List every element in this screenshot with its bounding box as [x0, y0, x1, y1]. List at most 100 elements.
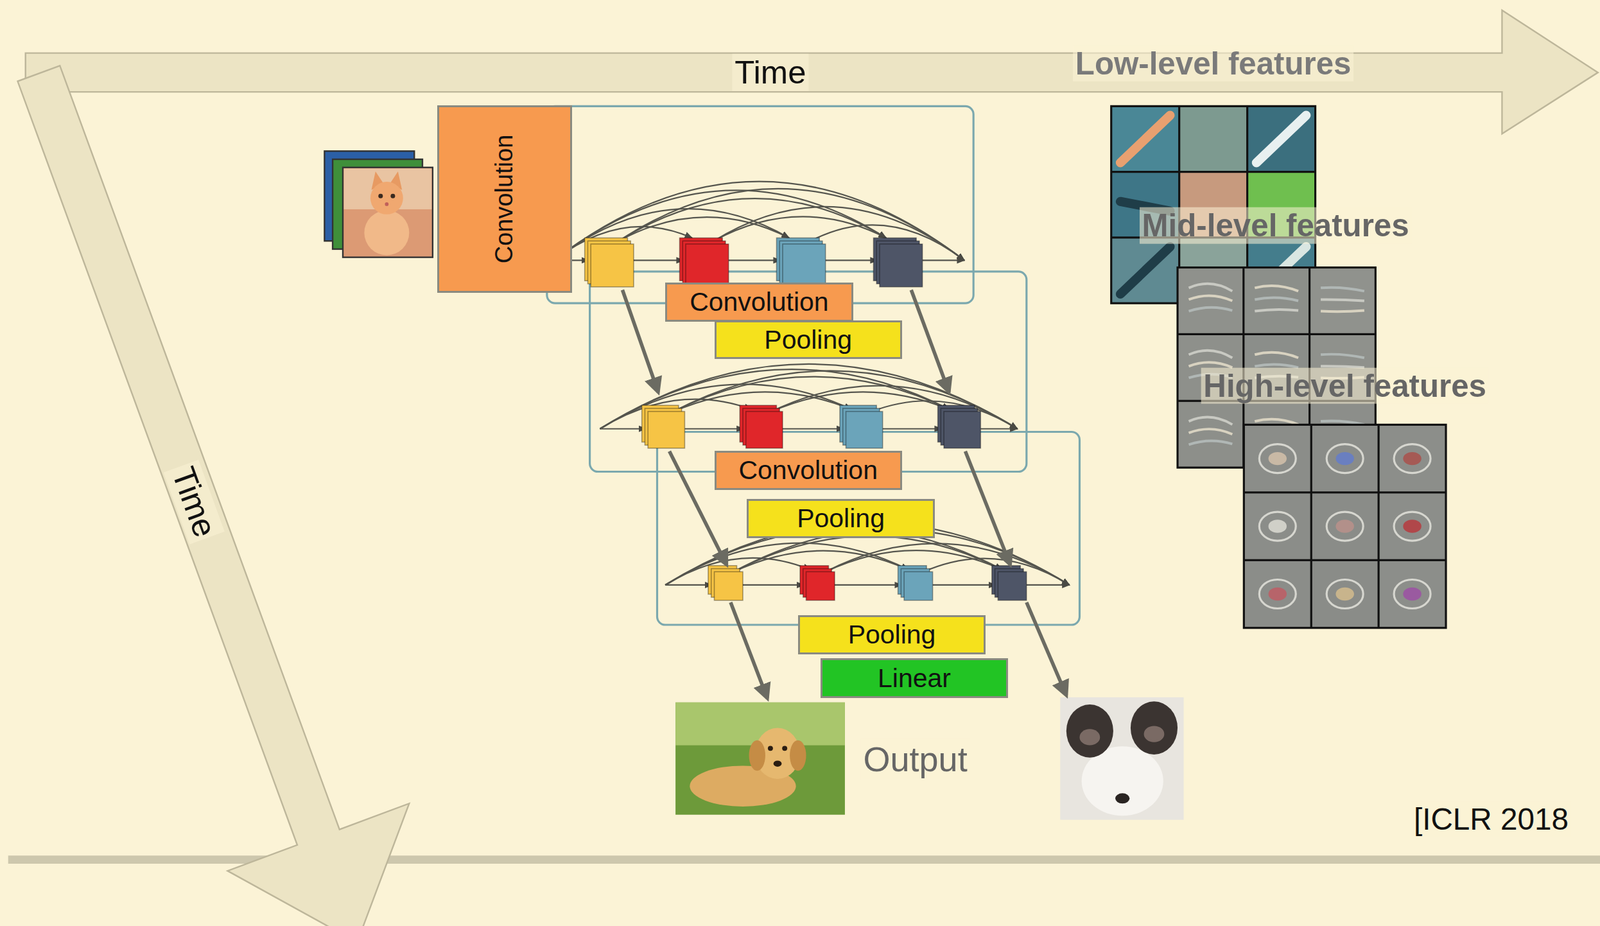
feature-tile [1244, 493, 1311, 559]
feature-level-label: Low-level features [1072, 44, 1355, 82]
filter-texture [1254, 352, 1299, 358]
feature-tile [1248, 107, 1315, 171]
sequential-connection [782, 428, 844, 430]
convolution-box: Convolution [437, 105, 573, 293]
dog-paw [1130, 701, 1178, 755]
exit-arrow [622, 290, 659, 393]
feature-map [806, 571, 836, 601]
paw-pad [1144, 725, 1165, 742]
filter-texture [1189, 428, 1233, 435]
filter-texture [1189, 417, 1233, 426]
filter-texture [1393, 511, 1431, 541]
feature-map [879, 243, 923, 287]
feature-tile [1379, 561, 1446, 627]
filter-blob [1268, 519, 1287, 533]
filter-texture [1326, 444, 1364, 474]
kitten-body [364, 210, 409, 256]
exit-arrow [1026, 602, 1067, 696]
sequential-connection [633, 259, 684, 261]
feature-map [997, 571, 1027, 601]
exit-arrow [965, 451, 1010, 565]
filter-blob [1335, 519, 1354, 533]
output-label: Output [860, 739, 971, 779]
feature-tile [1310, 268, 1375, 334]
dense-connection [618, 198, 887, 241]
layer-name: Pooling [848, 620, 937, 650]
filter-stripe [1256, 115, 1306, 164]
filter-texture [1259, 444, 1296, 474]
feature-tile [1112, 238, 1179, 302]
feature-level-label: High-level features [1200, 367, 1489, 404]
sequential-connection [742, 584, 804, 586]
dog-nose [1115, 792, 1130, 804]
filter-texture [1189, 295, 1233, 301]
block-outline [590, 271, 1027, 472]
filter-blob [1402, 587, 1421, 601]
filter-stripe [1120, 246, 1170, 295]
feature-level-label: Mid-level features [1139, 207, 1412, 244]
sequential-connection [932, 584, 997, 586]
filter-texture [1320, 310, 1365, 313]
kitten-head [370, 181, 404, 215]
sequential-connection [728, 259, 781, 261]
paw-pad [1079, 728, 1100, 745]
dog-eye [782, 745, 788, 751]
filter-texture [1326, 579, 1364, 609]
sequential-connection [1026, 584, 1070, 586]
block-outline [657, 432, 1080, 625]
sequential-connection [600, 428, 647, 430]
filter-texture [1393, 444, 1431, 474]
time-arrow [25, 10, 1599, 134]
convolution-box: Convolution [665, 282, 853, 322]
pooling-box: Pooling [746, 498, 935, 538]
kitten-eye [390, 193, 395, 199]
axis-label: Time [163, 459, 225, 545]
baseline-bar [8, 855, 1600, 864]
filter-texture [1254, 297, 1299, 302]
dog-paw [1066, 704, 1114, 758]
dense-connection [713, 206, 964, 261]
kitten-nose [384, 202, 389, 207]
filter-texture [1189, 307, 1233, 312]
filter-texture [1320, 299, 1365, 301]
feature-tile [1244, 425, 1311, 492]
dense-connection [671, 376, 949, 413]
feature-map [943, 411, 981, 449]
filter-blob [1402, 519, 1421, 533]
dense-connection [824, 543, 1070, 585]
layer-name: Convolution [738, 455, 878, 485]
feature-map [590, 243, 634, 287]
filter-texture [1393, 579, 1431, 609]
dog-ear [789, 740, 806, 772]
filter-texture [1320, 354, 1365, 359]
sample-image [1060, 697, 1184, 820]
sequential-connection [882, 428, 942, 430]
filter-texture [1189, 441, 1233, 445]
filter-texture [1189, 283, 1233, 292]
filter-blob [1335, 452, 1354, 465]
filter-texture [1254, 309, 1299, 312]
sequential-connection [922, 259, 965, 261]
feature-tile [1312, 493, 1378, 559]
filter-blob [1402, 452, 1421, 465]
pooling-box: Pooling [798, 615, 986, 654]
grid-frame [1243, 423, 1448, 630]
kitten-eye [378, 193, 383, 199]
filter-stripe [1120, 115, 1170, 164]
dog-nose [773, 760, 783, 767]
output-image [675, 702, 845, 815]
sequential-connection [665, 584, 713, 586]
sequential-connection [980, 428, 1018, 430]
filter-texture [1326, 511, 1364, 541]
block-outline [547, 105, 974, 304]
feature-map [746, 411, 783, 449]
sequential-connection [825, 259, 878, 261]
exit-arrow [911, 290, 949, 393]
axis-label: Time [731, 53, 809, 92]
high-level-filters [1243, 423, 1448, 630]
feature-tile [1312, 425, 1378, 492]
feature-tile [1180, 107, 1247, 171]
convolution-box: Convolution [714, 450, 903, 490]
filter-texture [1189, 350, 1233, 359]
feature-map [714, 571, 744, 601]
